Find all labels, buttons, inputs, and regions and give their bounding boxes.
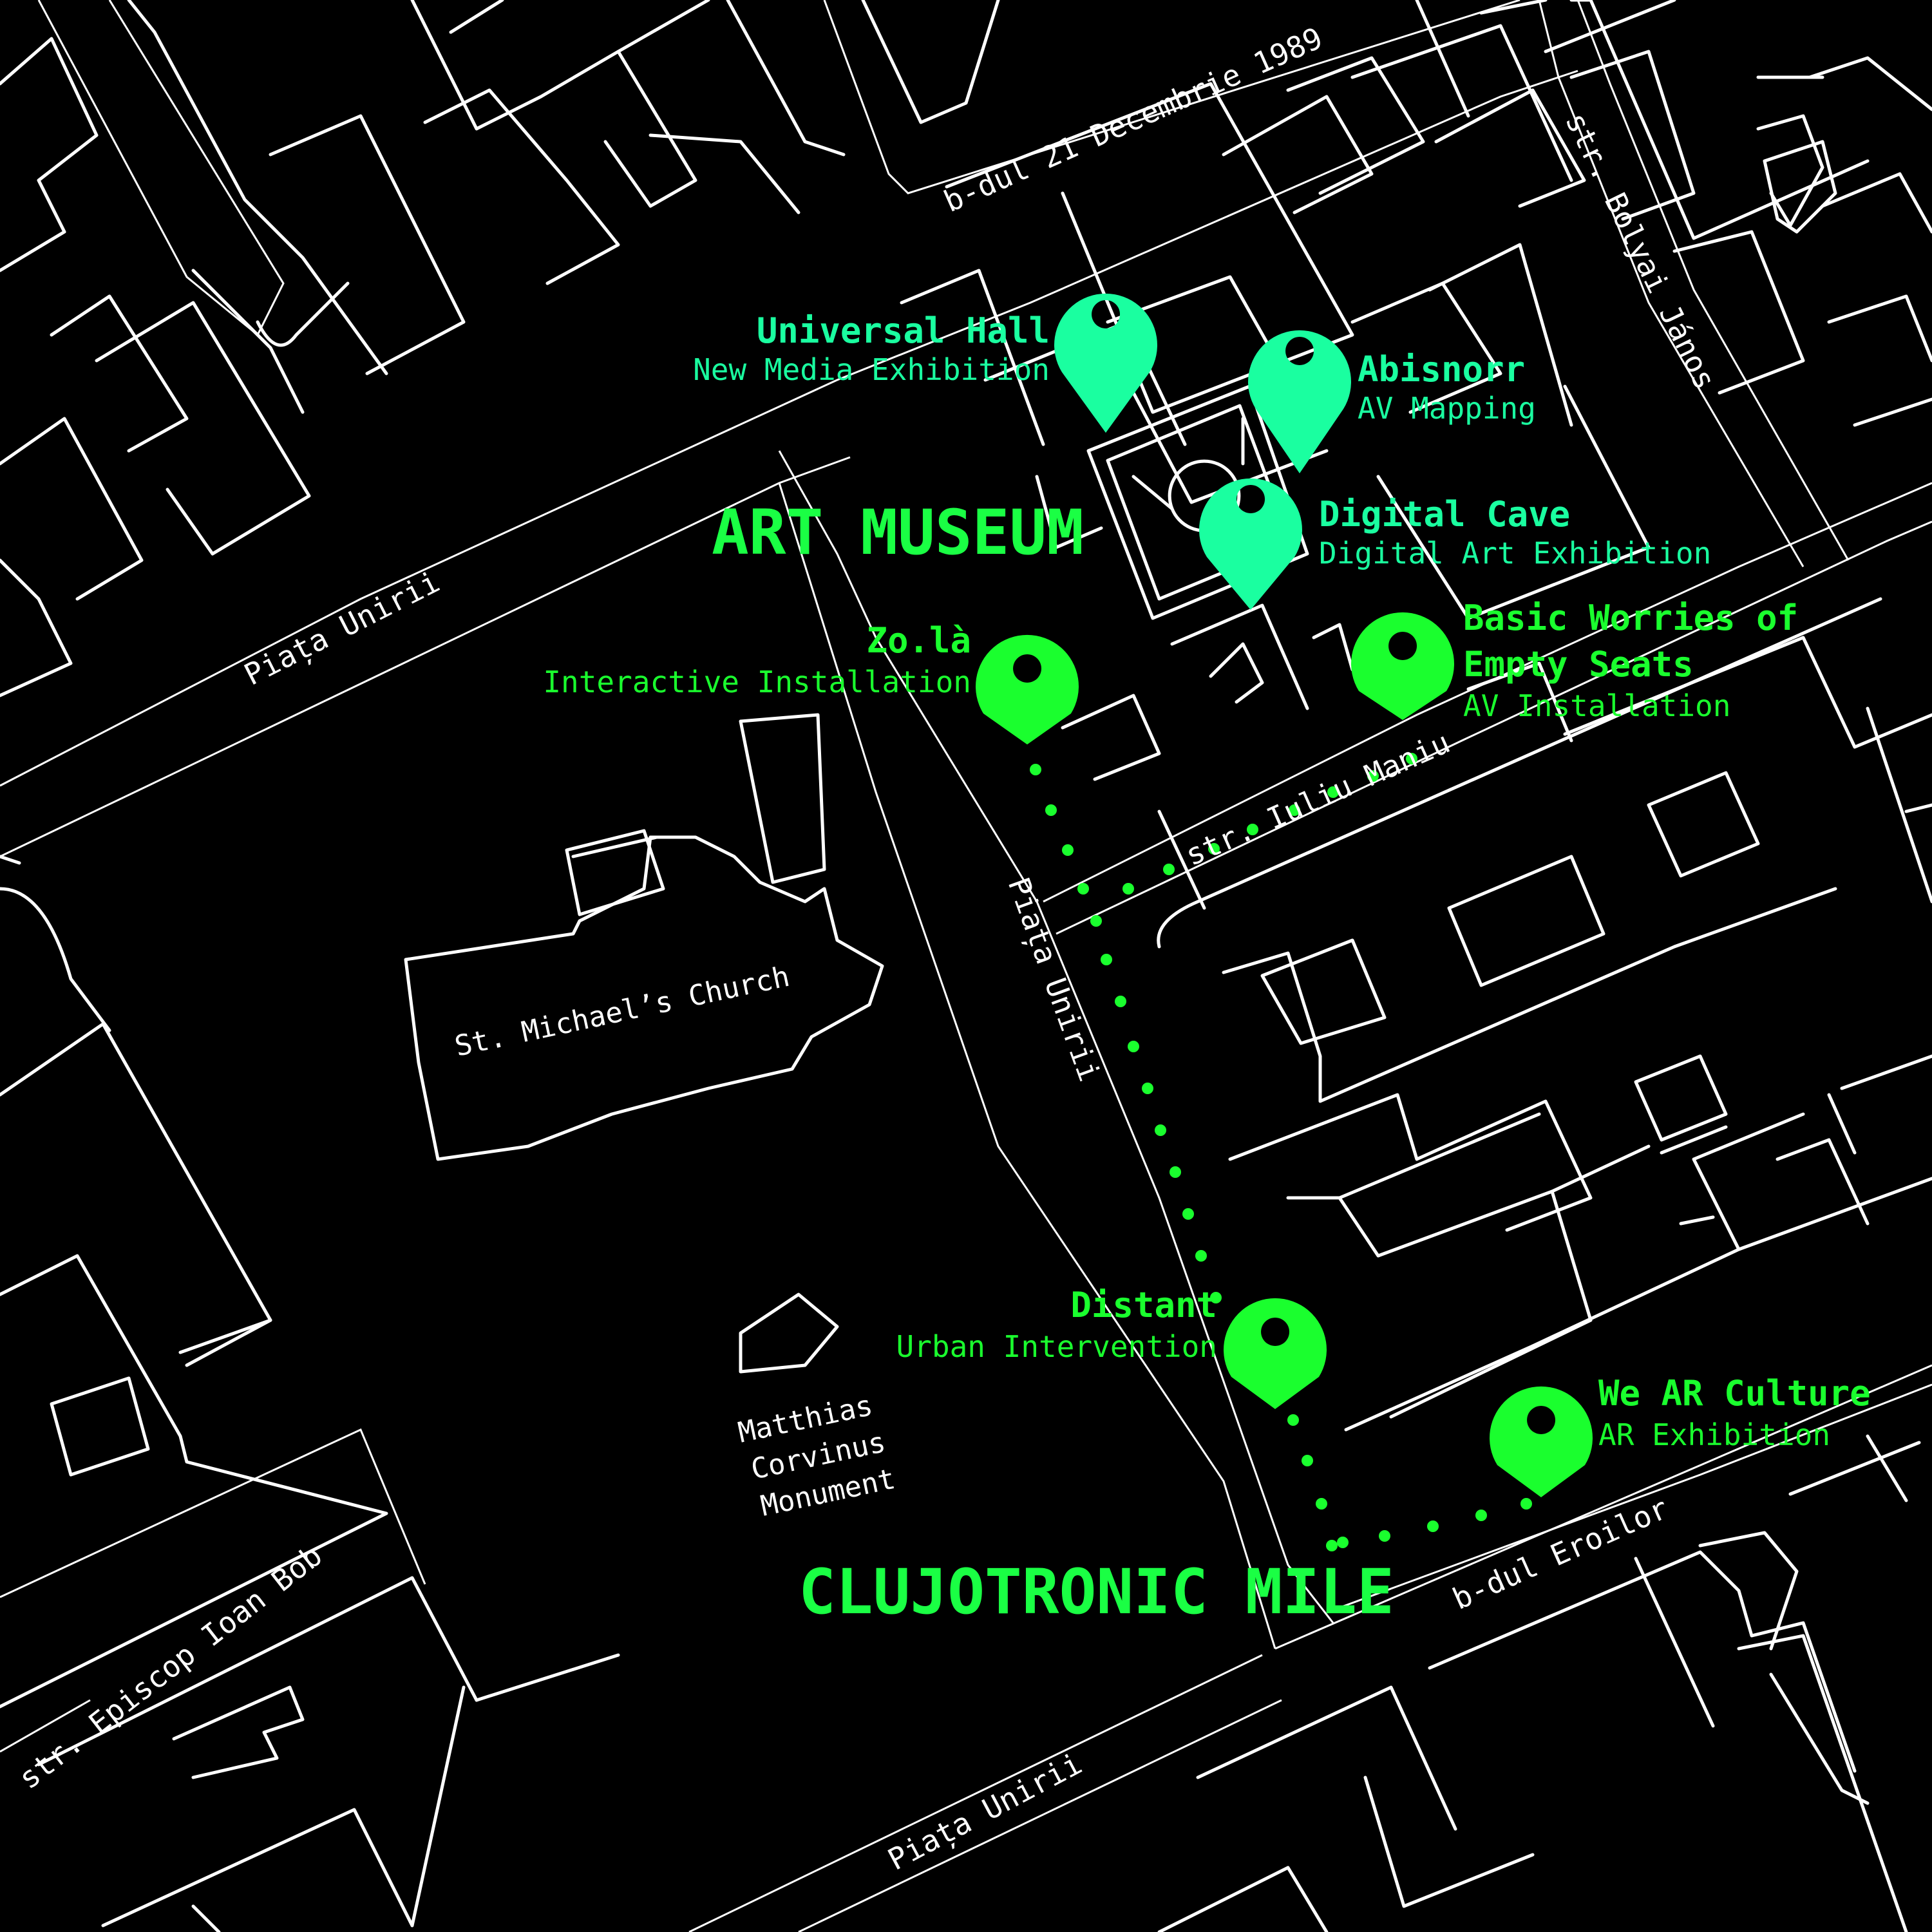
route-dot — [1115, 996, 1126, 1007]
map-pin-digital-cave[interactable]: Digital Cave Digital Art Exhibition — [1199, 478, 1711, 610]
route-path — [1030, 753, 1532, 1551]
route-dot — [1406, 753, 1417, 764]
map-pin-zola[interactable]: Zo.là Interactive Installation — [543, 620, 1079, 744]
pin-subtitle: Digital Art Exhibition — [1319, 536, 1711, 571]
route-dot — [1247, 824, 1258, 835]
route-dot — [1379, 1530, 1390, 1542]
pin-subtitle: AR Exhibition — [1598, 1417, 1830, 1452]
route-dot — [1208, 843, 1220, 855]
map-pin-universal-hall[interactable]: Universal Hall New Media Exhibition — [693, 293, 1157, 433]
route-dot — [1210, 1292, 1222, 1303]
pin-subtitle: New Media Exhibition — [693, 352, 1050, 387]
route-dot — [1316, 1498, 1327, 1510]
route-dot — [1475, 1510, 1487, 1521]
pin-subtitle: AV Mapping — [1358, 391, 1536, 426]
pin-title: Zo.là — [866, 620, 971, 661]
map-pin-icon[interactable] — [1054, 293, 1157, 433]
route-dot — [1302, 1455, 1313, 1466]
map-pin-icon[interactable] — [1248, 330, 1351, 473]
route-dot — [1289, 804, 1300, 816]
pin-title: Digital Cave — [1319, 494, 1570, 535]
pin-subtitle: Urban Intervention — [896, 1329, 1218, 1364]
clujotronic-mile-title: CLUJOTRONIC MILE — [799, 1556, 1394, 1628]
pin-title: Universal Hall — [757, 310, 1050, 351]
route-dot — [1287, 1414, 1299, 1426]
map-pin-icon[interactable] — [1351, 612, 1454, 720]
route-dot — [1170, 1166, 1181, 1178]
route-dot — [1101, 954, 1112, 965]
map-pin-icon[interactable] — [1224, 1298, 1327, 1409]
map-pin-icon[interactable] — [1490, 1386, 1593, 1497]
route-dot — [1337, 1537, 1349, 1548]
route-dot — [1142, 1083, 1153, 1094]
route-dot — [1367, 770, 1379, 782]
map-pin-abisnorr[interactable]: Abisnorr AV Mapping — [1248, 330, 1536, 473]
route-dot — [1327, 786, 1339, 798]
route-dot — [1128, 1041, 1139, 1052]
route-dot — [1195, 1250, 1207, 1262]
pin-title: Distant — [1070, 1285, 1217, 1325]
route-dot — [1163, 864, 1175, 875]
pin-title-line2: Empty Seats — [1463, 644, 1694, 685]
pin-title: We AR Culture — [1598, 1373, 1871, 1414]
route-dot — [1062, 844, 1074, 856]
pin-title: Basic Worries of — [1463, 598, 1798, 638]
route-dot — [1182, 1208, 1194, 1220]
route-dot — [1077, 883, 1089, 895]
route-dot — [1045, 804, 1057, 816]
pin-subtitle: Interactive Installation — [543, 665, 971, 699]
pin-title: Abisnorr — [1358, 349, 1525, 390]
map-pin-we-ar-culture[interactable]: We AR Culture AR Exhibition — [1490, 1373, 1871, 1497]
route-dot — [1155, 1124, 1166, 1136]
route-dot — [1122, 883, 1134, 895]
route-dot — [1427, 1520, 1439, 1532]
route-dot — [1326, 1540, 1338, 1551]
art-museum-title: ART MUSEUM — [712, 497, 1084, 569]
map-pin-icon[interactable] — [976, 634, 1079, 744]
map-pin-icon[interactable] — [1199, 478, 1302, 610]
pin-subtitle: AV Installation — [1463, 688, 1730, 723]
route-dot — [1520, 1498, 1532, 1510]
map-pin-distant[interactable]: Distant Urban Intervention — [896, 1285, 1327, 1409]
route-dot — [1090, 915, 1102, 927]
route-dot — [1030, 764, 1041, 775]
map-pin-basic-worries[interactable]: Basic Worries of Empty Seats AV Installa… — [1351, 598, 1798, 723]
